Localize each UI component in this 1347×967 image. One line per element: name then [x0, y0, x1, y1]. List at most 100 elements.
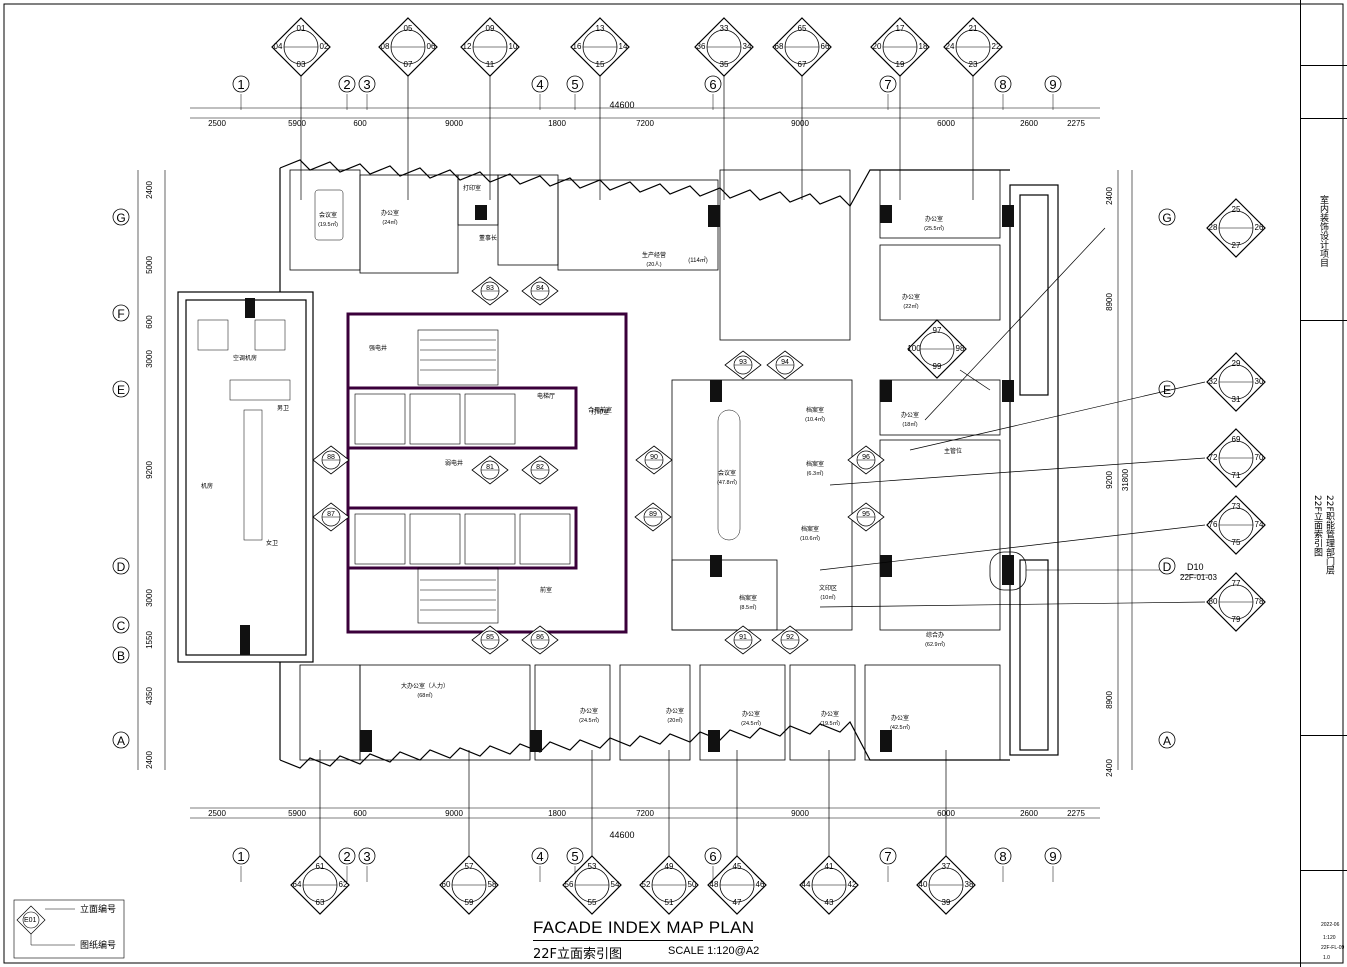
section-index-circle: 88 [312, 445, 350, 475]
room-label: 女卫 [266, 539, 278, 547]
marker-number: 06 [427, 42, 436, 51]
grid-row-label: D [117, 560, 126, 574]
marker-number: 02 [320, 42, 329, 51]
grid-column-label: 8 [999, 77, 1006, 92]
right-dimension: 8900 [1105, 691, 1114, 709]
marker-number: 03 [297, 60, 306, 69]
room-label: 合用前室 [588, 406, 612, 414]
legend-elev-label: 立面编号 [80, 903, 116, 914]
section-index-number: 89 [649, 511, 657, 518]
room-area: (6.3㎡) [807, 469, 824, 477]
grid-column-label: 7 [884, 849, 891, 864]
grid-column-7-top: 7 [879, 75, 897, 110]
top-dimension: 1800 [548, 119, 566, 128]
grid-column-label: 1 [237, 849, 244, 864]
left-dimension: 1550 [145, 631, 154, 649]
title-block: 室内装饰设计项目 22F职能管理部门层 22F立面索引图 1:120 2022-… [1300, 0, 1347, 967]
grid-column-label: 2 [343, 849, 350, 864]
marker-number: 05 [404, 24, 413, 33]
grid-row-label: A [117, 734, 125, 748]
section-index-number: 94 [781, 359, 789, 366]
top-dimension: 2500 [208, 119, 226, 128]
marker-number: 60 [442, 880, 451, 889]
room-label: 男卫 [277, 405, 289, 412]
room-area: (10.6㎡) [800, 534, 820, 542]
room-label: 会议室 [319, 211, 337, 219]
marker-number: 59 [465, 898, 474, 907]
right-dimension: 2400 [1105, 759, 1114, 777]
marker-number: 16 [573, 42, 582, 51]
title-block-date: 2022-06 [1321, 922, 1340, 928]
left-dimension-line [137, 170, 166, 770]
marker-number: 65 [798, 24, 807, 33]
marker-number: 22 [992, 42, 1001, 51]
grid-column-2-top: 2 [338, 75, 356, 110]
room-label: 综合办 [926, 631, 944, 639]
room-area: (62.9㎡) [925, 640, 945, 648]
top-dimension: 2275 [1067, 119, 1085, 128]
marker-number: 36 [697, 42, 706, 51]
section-index-circle: 84 [521, 276, 559, 306]
grid-column-2-bottom: 2 [338, 847, 356, 882]
room-label: 办公室 [925, 215, 943, 223]
marker-number: 73 [1232, 502, 1241, 511]
left-dimension: 3000 [145, 350, 154, 368]
section-index-circle: 83 [471, 276, 509, 306]
section-index-circle: 85 [471, 625, 509, 655]
room-area: (25.5㎡) [924, 224, 944, 232]
section-index-number: 83 [486, 285, 494, 292]
marker-number: 11 [486, 60, 495, 69]
marker-number: 32 [1209, 377, 1218, 386]
left-dimension: 9200 [145, 461, 154, 479]
marker-number: 30 [1255, 377, 1264, 386]
bottom-dimension: 2275 [1067, 809, 1085, 818]
left-dimension: 2400 [145, 181, 154, 199]
section-index-number: 88 [327, 454, 335, 461]
grid-column-5-bottom: 5 [566, 847, 584, 882]
marker-number: 13 [596, 24, 605, 33]
left-dimension: 3000 [145, 589, 154, 607]
room-area: (22㎡) [903, 302, 918, 310]
section-index-number: 91 [739, 634, 747, 641]
marker-number: 66 [821, 42, 830, 51]
room-area: (42.5㎡) [890, 723, 910, 731]
room-label: 办公室 [891, 714, 909, 722]
marker-number: 49 [665, 862, 674, 871]
room-label: 电梯厅 [537, 392, 555, 400]
overall-dimension-bottom: 44600 [609, 830, 634, 840]
grid-column-label: 6 [709, 77, 716, 92]
top-dimension: 6000 [937, 119, 955, 128]
grid-column-7-bottom: 7 [879, 847, 897, 882]
title-block-building: 22F职能管理部门层 [1324, 495, 1334, 575]
title-block-project: 室内装饰设计项目 [1318, 195, 1328, 267]
marker-number: 100 [907, 344, 921, 353]
room-label: 主管位 [944, 447, 962, 455]
detail-callout: D10 22F-01-03 [989, 551, 1217, 591]
grid-row-E-right: E [1158, 380, 1176, 398]
section-index-number: 92 [786, 634, 794, 641]
marker-number: 39 [942, 898, 951, 907]
marker-number: 54 [611, 880, 620, 889]
section-index-number: 93 [739, 359, 747, 366]
marker-number: 20 [873, 42, 882, 51]
room-label: 办公室 [381, 209, 399, 217]
section-index-circle: 94 [766, 350, 804, 380]
room-label: 办公室 [742, 710, 760, 718]
room-label: 会议室 [718, 469, 736, 477]
room-area: (19.5㎡) [820, 719, 840, 727]
bottom-dimension-line [190, 807, 1100, 819]
grid-row-B-left: B [112, 646, 130, 664]
grid-row-label: G [1162, 211, 1171, 225]
section-index-circle: 90 [635, 445, 673, 475]
right-dimension: 31800 [1121, 468, 1130, 491]
room-label: (114㎡) [688, 256, 708, 264]
grid-row-A-left: A [112, 731, 130, 749]
room-label: 档案室 [739, 594, 757, 602]
grid-column-9-top: 9 [1044, 75, 1062, 110]
